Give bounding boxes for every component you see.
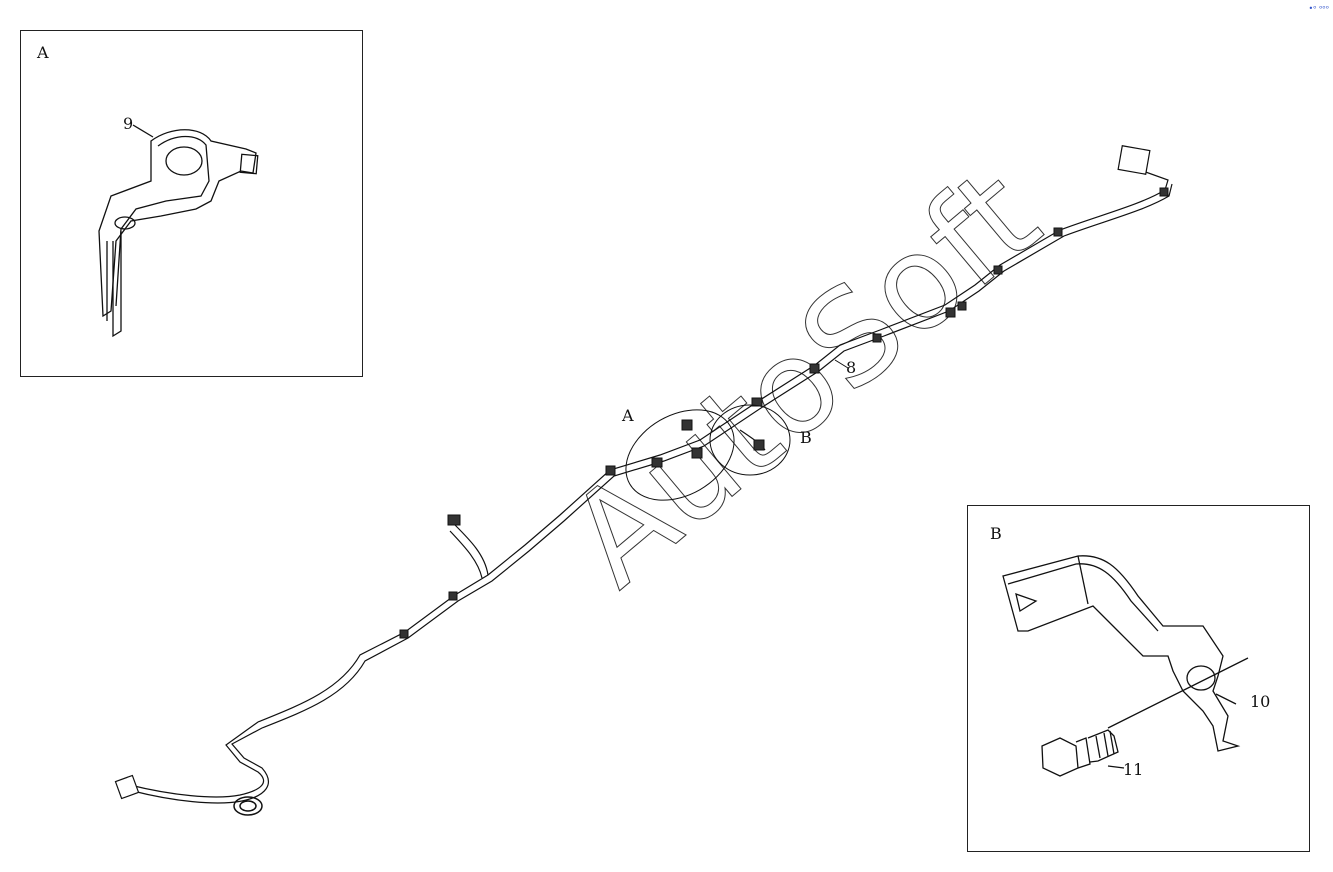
- part-label-10: 10: [1250, 692, 1271, 711]
- corner-mark: •ᵒ ᵒᵒᵒ: [1308, 4, 1330, 13]
- callout-circle-a: [625, 409, 735, 501]
- detail-inset-b: B 10 11: [967, 505, 1310, 852]
- bracket-9-drawing: [98, 124, 259, 338]
- detail-inset-a: A 9: [20, 30, 363, 377]
- part-label-8: 8: [846, 358, 857, 377]
- inset-b-title: B: [990, 524, 1002, 543]
- wire-harness: [129, 169, 1173, 804]
- connector-right: [1117, 145, 1151, 175]
- grommet-left: [233, 796, 263, 816]
- connector-left: [114, 774, 140, 800]
- callout-label-b: B: [800, 428, 812, 447]
- inset-a-title: A: [37, 43, 49, 62]
- harness-clips: [399, 187, 1169, 639]
- callout-circle-b: [709, 404, 791, 476]
- callout-label-a: A: [622, 406, 634, 425]
- bracket-10-bolt-11-drawing: [1002, 555, 1249, 777]
- part-label-9: 9: [123, 114, 134, 133]
- part-label-11: 11: [1123, 760, 1144, 779]
